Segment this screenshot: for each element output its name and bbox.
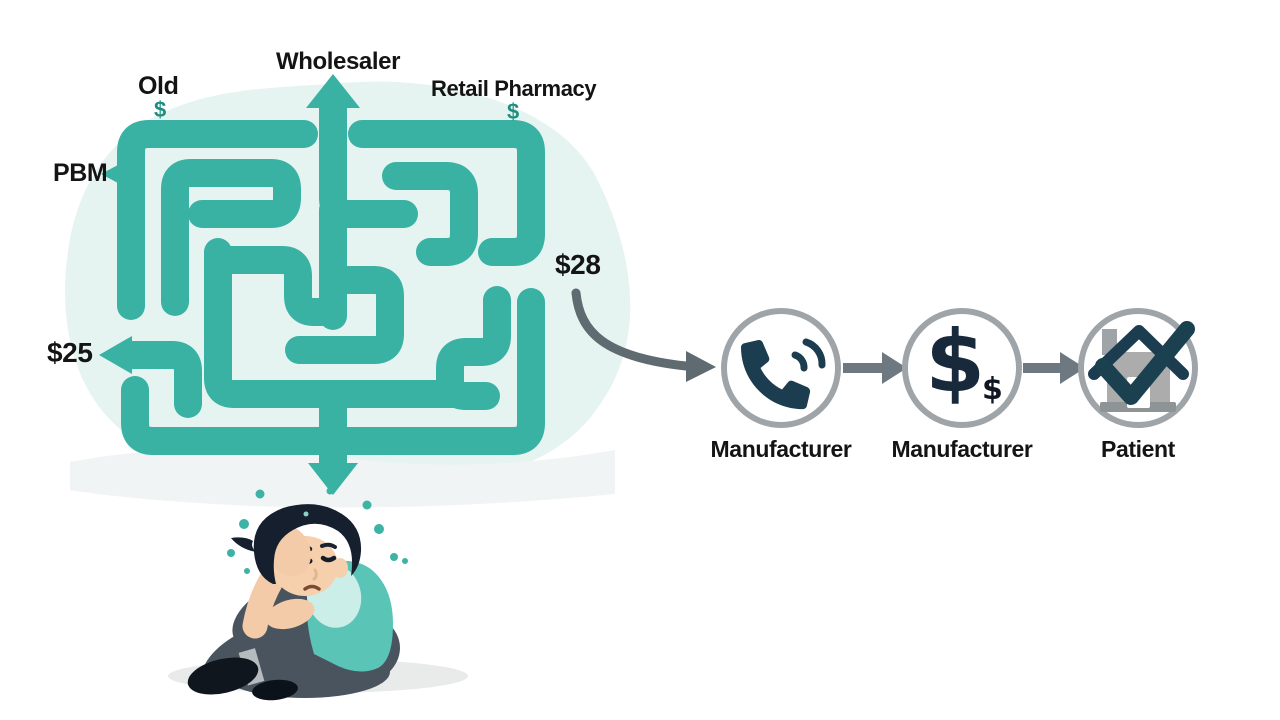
wholesaler-label: Wholesaler: [276, 48, 401, 75]
check-icon: [1095, 321, 1195, 405]
person-nose: [312, 568, 318, 581]
curved-arrow-from-maze: [571, 288, 691, 371]
person-shoe-2: [252, 679, 298, 701]
maze-inner-left-shelf: [204, 238, 469, 408]
pbm-label: PBM: [53, 159, 108, 187]
hair-fleck: [303, 511, 309, 517]
phone-wave-large: [802, 338, 826, 369]
maze-outer-topleft: [117, 120, 318, 320]
manufacturer-2-label: Manufacturer: [891, 436, 1033, 462]
person-hair-swoosh: [231, 537, 256, 552]
node-circle-manufacturer-1: [721, 308, 841, 428]
price-left-arrowhead: [99, 336, 132, 374]
old-dollar-sign: $: [154, 97, 166, 122]
node-circle-manufacturer-2: [902, 308, 1022, 428]
maze-inner-hook-right-center: [285, 266, 404, 364]
retail-dollar-sign: $: [507, 99, 519, 124]
maze-inner-right-zigzag: [382, 162, 478, 266]
maze-inner-h1: [204, 246, 347, 326]
dollar-icon-big: $: [925, 312, 985, 412]
retail-pharmacy-label: Retail Pharmacy: [431, 76, 597, 101]
price-28-label: $28: [555, 249, 601, 280]
person-hair: [253, 504, 362, 584]
up-arrowhead: [306, 74, 360, 108]
curved-arrowhead: [686, 351, 716, 382]
person-eye-right: [320, 555, 337, 563]
maze-tee-under-up-arrow: [319, 90, 418, 228]
phone-wave-small: [791, 351, 808, 372]
pbm-arrowhead: [101, 157, 133, 191]
maze-arrowheads: [99, 74, 360, 495]
maze-price-left-shaft: [117, 341, 202, 418]
maze-outer-topright: [348, 120, 545, 266]
old-label: Old: [138, 72, 179, 100]
person-hand-knee: [265, 598, 315, 630]
price-25-label: $25: [47, 337, 93, 368]
connector-arrowhead-2: [1060, 352, 1085, 384]
house-check-icon: [1088, 321, 1195, 412]
dollar-icon-small: $: [982, 372, 1003, 407]
maze-inner-right-s: [436, 286, 511, 410]
maze-inner-p-shape: [161, 159, 301, 316]
patient-label: Patient: [1101, 436, 1175, 462]
flow-arrows: [571, 288, 1085, 384]
sweat-droplets: [227, 487, 408, 574]
down-arrowhead: [308, 463, 358, 495]
person-eyebrow-right: [320, 542, 337, 549]
distressed-person-illustration: [168, 487, 468, 701]
connector-arrowhead-1: [882, 352, 907, 384]
manufacturer-1-label: Manufacturer: [710, 436, 852, 462]
person-shoe: [187, 657, 259, 695]
person-ear: [332, 558, 348, 578]
phone-icon: [741, 338, 826, 410]
person-mouth: [303, 584, 321, 591]
maze-graphic: [117, 90, 545, 476]
